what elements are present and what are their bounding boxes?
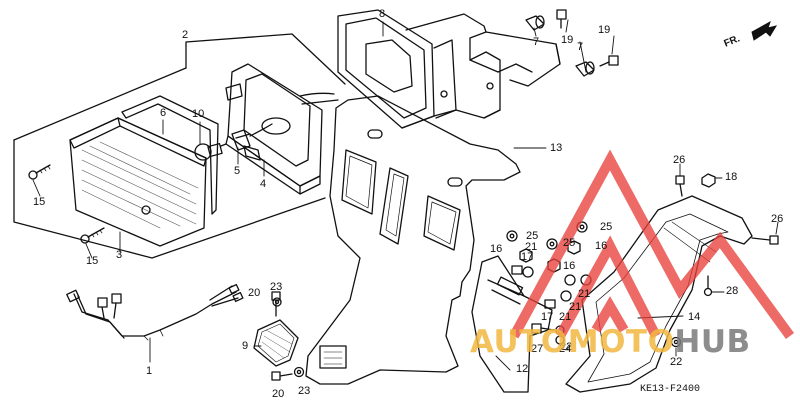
label-7-lower: 7	[577, 41, 584, 53]
nut-16-b	[567, 240, 581, 255]
label-20-upper: 20	[248, 287, 261, 299]
label-23-lower: 23	[298, 385, 311, 397]
label-25-b: 25	[563, 237, 576, 249]
socket	[231, 123, 273, 151]
license-light-base	[471, 255, 553, 393]
label-13: 13	[550, 142, 563, 154]
label-6: 6	[160, 107, 167, 119]
bolt-26-right	[751, 235, 779, 245]
label-5: 5	[234, 165, 241, 177]
washer-25-a	[506, 230, 518, 242]
label-16-c: 16	[563, 260, 576, 272]
collar-7-lower	[575, 61, 595, 77]
label-28: 28	[726, 285, 739, 297]
grommet-21-d	[560, 290, 572, 302]
label-26-upper: 26	[673, 154, 686, 166]
tail-lens	[69, 117, 207, 247]
watermark-text: AUTOMOTOHUB	[470, 324, 751, 360]
label-21-b: 21	[578, 288, 591, 300]
label-19-upper: 19	[561, 34, 574, 46]
nut-22-b	[670, 336, 682, 348]
label-25-c: 25	[600, 221, 613, 233]
wire-harness	[66, 283, 244, 341]
label-10: 10	[192, 108, 205, 120]
label-22-b: 22	[670, 356, 683, 368]
bolt-26-upper	[675, 175, 685, 197]
collar-17-a	[511, 265, 523, 275]
collar-7-upper	[525, 15, 545, 31]
label-24: 24	[559, 343, 572, 355]
bolt-20-lower	[271, 371, 293, 381]
screw-28	[703, 275, 713, 297]
label-22-a: 22	[560, 341, 573, 353]
fender-bracket	[565, 195, 753, 393]
label-2: 2	[182, 29, 189, 41]
label-15-upper: 15	[33, 196, 46, 208]
bolt-19-lower	[599, 55, 619, 67]
label-18: 18	[725, 171, 738, 183]
license-bracket	[337, 9, 561, 129]
nut-16-a	[519, 248, 533, 263]
front-arrow-icon	[751, 20, 778, 41]
watermark-part3: HUB	[674, 324, 751, 360]
grommet-21-b	[564, 274, 576, 286]
label-17-a: 17	[521, 251, 534, 263]
label-3: 3	[116, 249, 123, 261]
watermark-logo	[509, 149, 795, 339]
grommet-21-a	[522, 266, 534, 278]
label-15-lower: 15	[86, 255, 99, 267]
gasket	[121, 95, 219, 215]
diagram-code: KE13-F2400	[640, 384, 701, 395]
label-21-d: 21	[559, 311, 572, 323]
label-23-upper: 23	[270, 281, 283, 293]
nut-23-lower	[293, 366, 305, 378]
watermark-part2: MOTO	[567, 324, 675, 360]
collar-17-b	[544, 299, 556, 309]
label-7-upper: 7	[533, 36, 540, 48]
leader-lines	[32, 19, 779, 371]
label-25-a: 25	[526, 230, 539, 242]
watermark-part1: AUTO	[470, 324, 568, 360]
bulb	[194, 142, 227, 161]
label-19-lower: 19	[598, 24, 611, 36]
washer-25-b	[546, 238, 558, 250]
label-1: 1	[146, 365, 153, 377]
label-4: 4	[260, 178, 267, 190]
label-16-b: 16	[595, 240, 608, 252]
bolt-27	[531, 323, 555, 334]
reflector	[253, 319, 299, 367]
label-14: 14	[688, 311, 701, 323]
label-16-a: 16	[490, 243, 503, 255]
screw-15-upper	[28, 164, 51, 180]
label-8: 8	[379, 8, 386, 20]
nut-18	[701, 173, 716, 188]
label-21-a: 21	[525, 241, 538, 253]
label-21-c: 21	[569, 301, 582, 313]
nut-23-upper	[272, 297, 282, 307]
bolt-19-upper	[556, 9, 567, 29]
label-20-lower: 20	[272, 388, 285, 400]
rear-fender	[305, 95, 521, 385]
light-housing	[225, 63, 339, 195]
label-9: 9	[242, 340, 249, 352]
label-12: 12	[516, 363, 529, 375]
label-17-b: 17	[541, 311, 554, 323]
label-27: 27	[531, 343, 544, 355]
screw-15-lower	[80, 227, 105, 244]
label-26-right: 26	[771, 213, 784, 225]
